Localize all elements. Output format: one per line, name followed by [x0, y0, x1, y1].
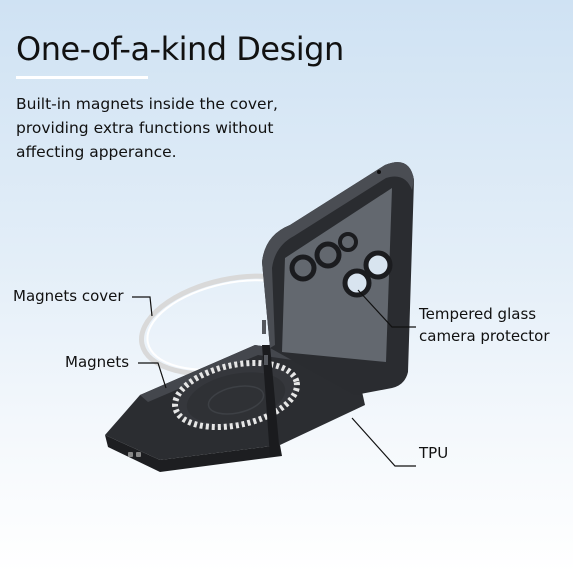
title-underline	[16, 76, 148, 79]
callout-tpu: TPU	[419, 444, 449, 462]
tempered-glass-lens-protector	[342, 250, 393, 298]
callout-lines	[132, 289, 416, 467]
camera-rings-top	[289, 232, 358, 282]
callout-tempered-line1: Tempered glass	[419, 305, 537, 323]
callout-magnets: Magnets	[65, 353, 130, 371]
hinge	[262, 345, 280, 457]
callout-tempered-line2: camera protector	[419, 327, 550, 345]
feature-description: Built-in magnets inside the cover, provi…	[16, 95, 278, 161]
case-top-half	[262, 162, 414, 395]
callout-tempered-glass: Tempered glass camera protector	[419, 303, 569, 347]
callout-magnets-cover: Magnets cover	[13, 287, 124, 305]
page-title: One-of-a-kind Design	[16, 30, 344, 68]
